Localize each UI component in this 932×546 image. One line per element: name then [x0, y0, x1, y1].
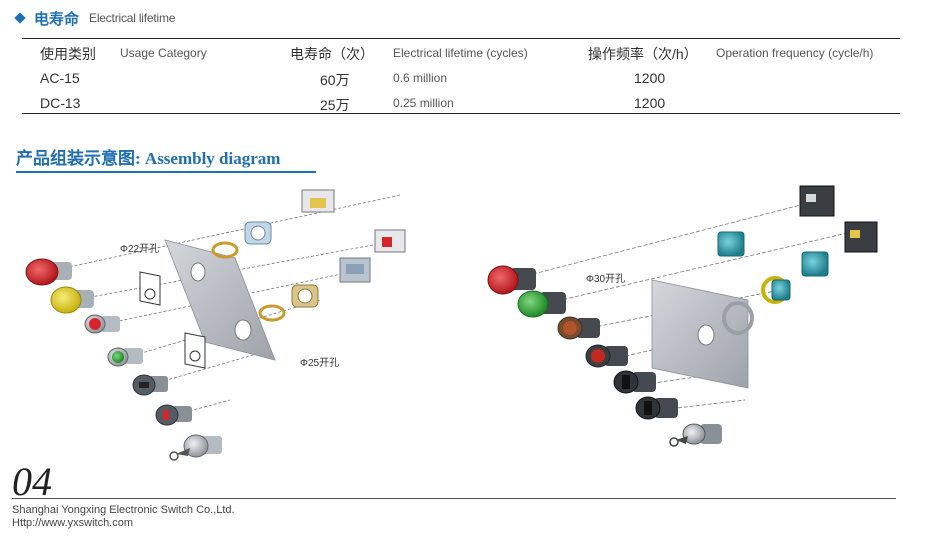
- assembly-title: 产品组装示意图: Assembly diagram: [16, 149, 281, 168]
- footer-url: Http://www.yxswitch.com: [12, 517, 134, 529]
- teal-adaptor-1: [717, 231, 745, 257]
- button-green-flush: [107, 347, 143, 367]
- page-number: 04: [12, 459, 52, 504]
- table-top-rule: [22, 38, 900, 39]
- teal-adaptor-2: [801, 251, 829, 277]
- selector-switch-right-1: [613, 370, 656, 394]
- assembly-title-underline: [16, 171, 316, 173]
- row1-frequency: 1200: [634, 70, 666, 86]
- button-red-flush: [84, 314, 120, 334]
- header-category-en: Usage Category: [120, 46, 207, 60]
- button-brown-flush: [557, 316, 600, 340]
- lifetime-section-header: 电寿命 Electrical lifetime: [14, 8, 176, 28]
- mounting-panel-left: [164, 239, 276, 361]
- yellow-ring-adaptor: [761, 276, 791, 304]
- mounting-adaptor-upper: [244, 221, 272, 245]
- lifetime-title-cn: 电寿命: [34, 10, 80, 28]
- right-assembly-group: Φ30开孔: [487, 185, 878, 447]
- header-category-cn: 使用类别: [40, 46, 96, 62]
- gasket-lower: [258, 304, 286, 322]
- table-bottom-rule: [22, 113, 900, 114]
- mounting-ring: [722, 301, 754, 335]
- header-frequency-en: Operation frequency (cycle/h): [716, 46, 874, 60]
- footer-company: Shanghai Yongxing Electronic Switch Co.,…: [12, 504, 235, 516]
- mounting-adaptor-lower: [291, 284, 319, 308]
- button-red-mushroom: [25, 258, 72, 286]
- row2-lifetime-en: 0.25 million: [393, 96, 454, 110]
- row2-category: DC-13: [40, 95, 81, 111]
- lifetime-title-en: Electrical lifetime: [89, 11, 176, 25]
- contact-block-2: [374, 229, 406, 253]
- row2-frequency: 1200: [634, 95, 666, 111]
- contact-block-1: [301, 189, 335, 213]
- panel-hole-25: [234, 319, 252, 341]
- selector-switch-red: [155, 404, 192, 426]
- header-lifetime-en: Electrical lifetime (cycles): [393, 46, 528, 60]
- label-hole-30: Φ30开孔: [586, 273, 625, 285]
- panel-hole-30: [697, 324, 715, 346]
- contact-block-right-2: [844, 221, 878, 253]
- selector-switch-right-2: [635, 396, 678, 420]
- row1-lifetime-en: 0.6 million: [393, 71, 448, 85]
- button-red-illuminated: [487, 265, 536, 295]
- button-red-flush-right: [585, 344, 628, 368]
- row1-lifetime-cn: 60万: [320, 72, 350, 88]
- panel-hole-22: [190, 262, 206, 282]
- contact-block-right-1: [799, 185, 835, 217]
- button-green-illuminated: [517, 290, 566, 318]
- header-lifetime-cn: 电寿命（次）: [290, 46, 374, 62]
- row1-category: AC-15: [40, 70, 80, 86]
- label-hole-22: Φ22开孔: [120, 243, 159, 255]
- footer-rule: [12, 498, 896, 499]
- gasket-upper: [211, 241, 239, 259]
- key-switch-right: [669, 423, 722, 447]
- selector-switch-black: [132, 374, 168, 396]
- header-frequency-cn: 操作频率（次/h）: [588, 46, 698, 62]
- nameplate-lower: [184, 332, 206, 369]
- label-hole-25: Φ25开孔: [300, 357, 339, 369]
- nameplate-upper: [139, 271, 161, 306]
- row2-lifetime-cn: 25万: [320, 97, 350, 113]
- contact-block-3: [339, 257, 371, 283]
- button-yellow-mushroom: [50, 286, 94, 314]
- key-switch: [169, 434, 222, 461]
- left-assembly-group: Φ22开孔 Φ25开孔: [25, 189, 406, 461]
